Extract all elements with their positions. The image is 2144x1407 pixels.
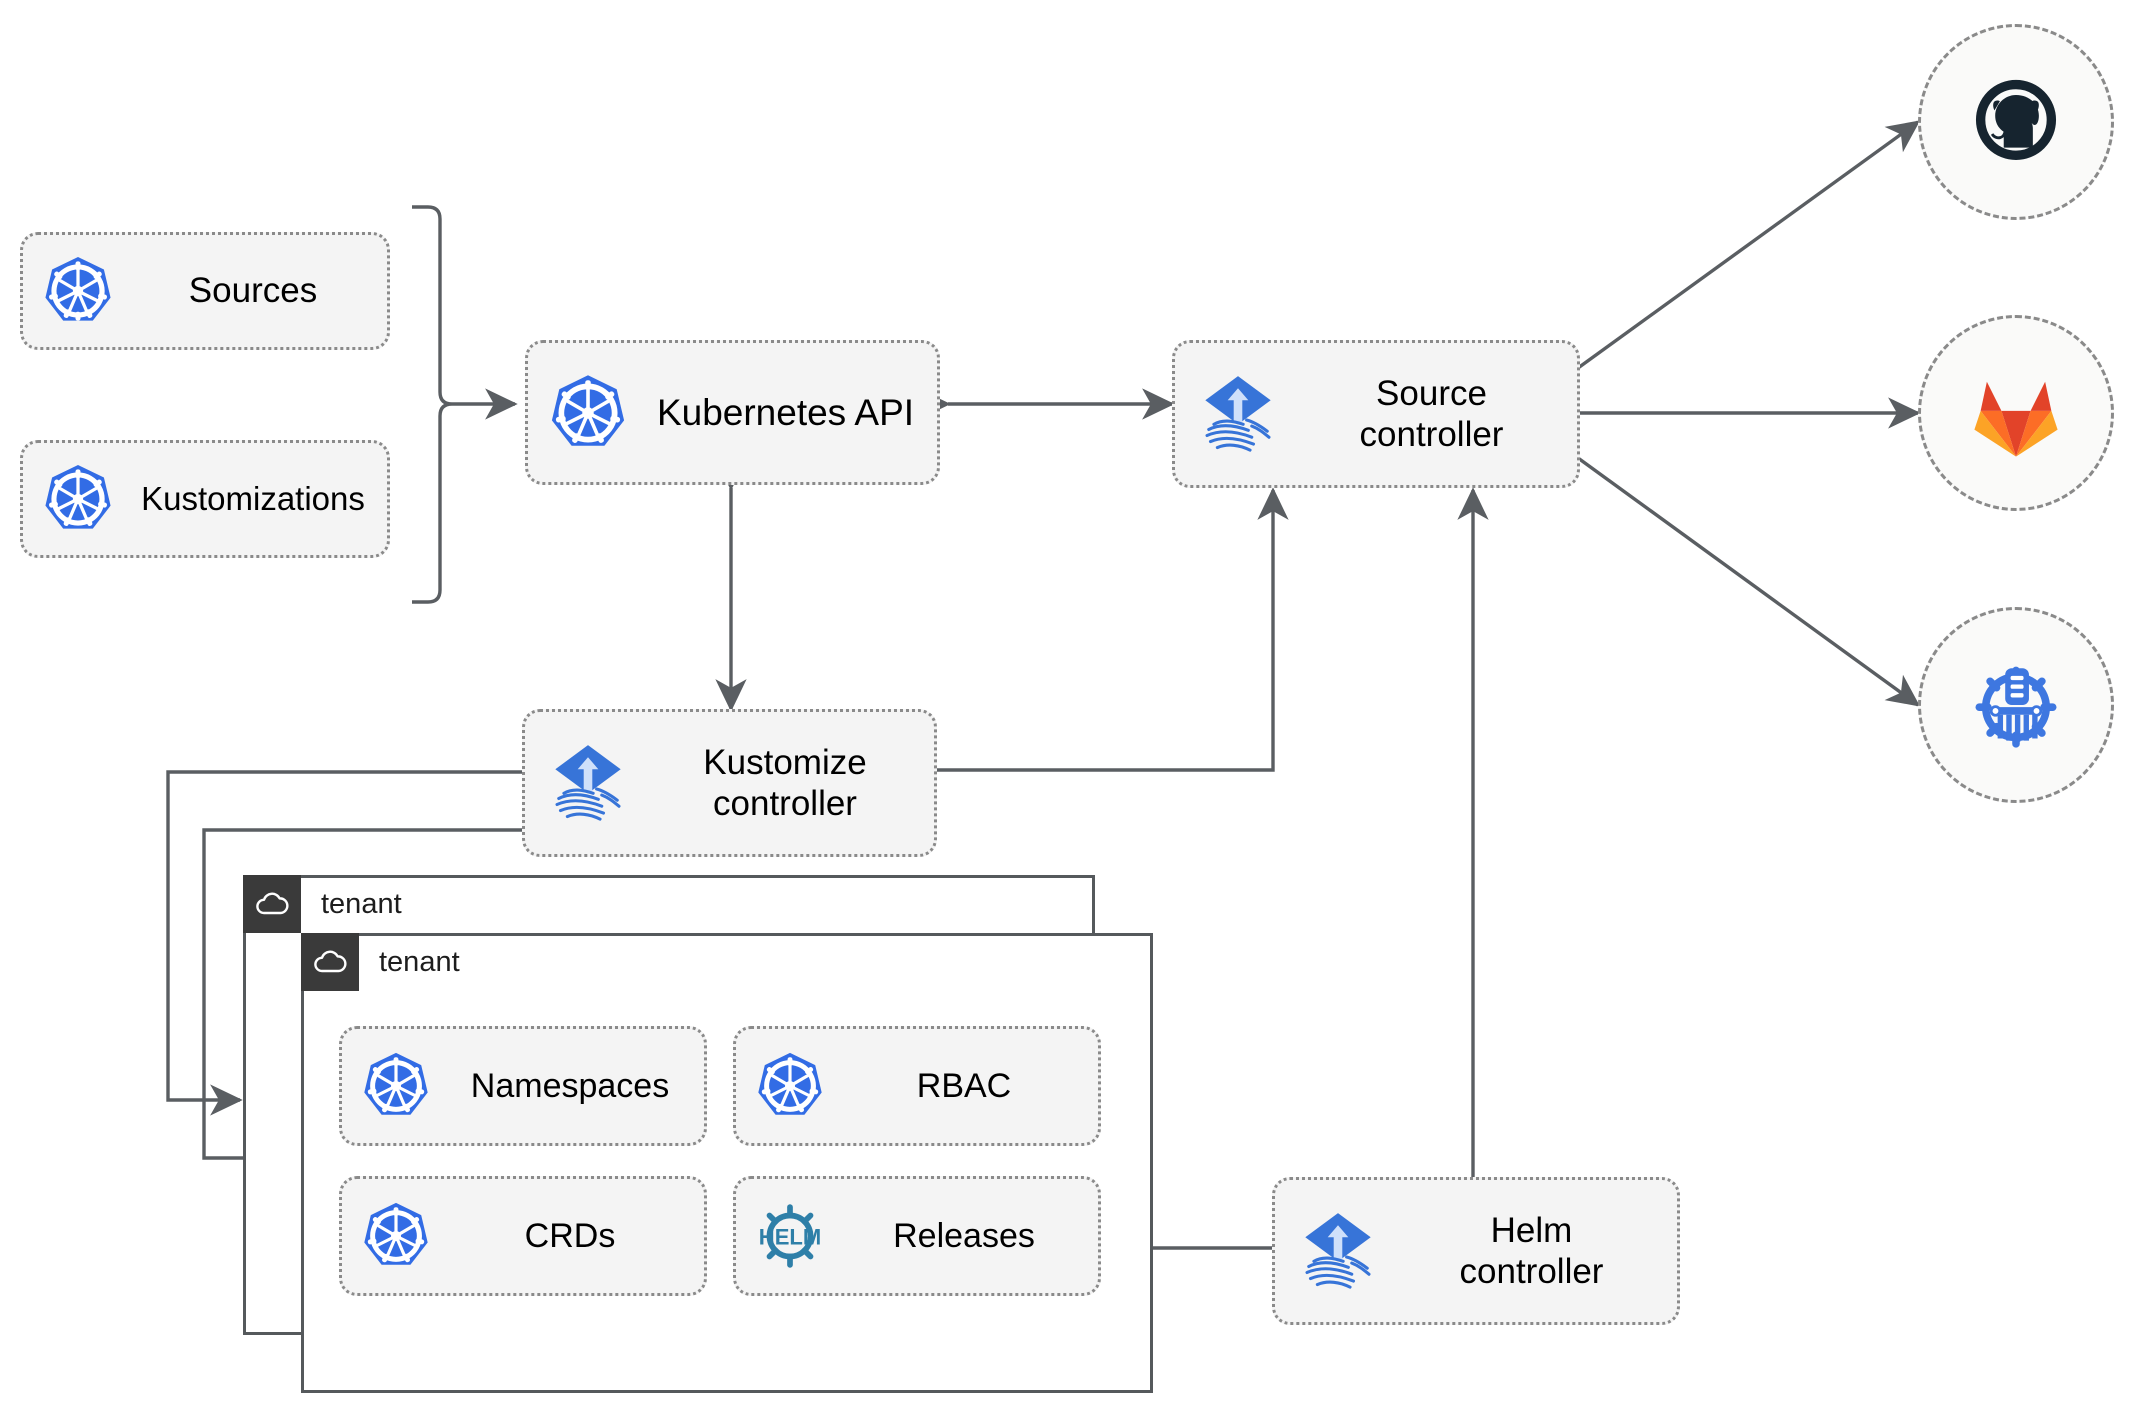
kubernetes-icon bbox=[342, 1050, 450, 1122]
crd-node-sources[interactable]: Sources bbox=[20, 232, 390, 350]
cloud-icon bbox=[301, 933, 359, 991]
flux-icon bbox=[525, 740, 650, 826]
github-icon bbox=[1975, 79, 2057, 160]
tenant-resource-label: Releases bbox=[893, 1216, 1035, 1255]
flux-icon bbox=[1175, 371, 1300, 457]
crd-node-label: Sources bbox=[188, 271, 318, 311]
gitlab-icon bbox=[1974, 381, 2058, 457]
node-label: Helm controller bbox=[1459, 1210, 1604, 1291]
provider-bucket[interactable] bbox=[1918, 607, 2114, 803]
provider-github[interactable] bbox=[1918, 24, 2114, 220]
tenant-resource-label: CRDs bbox=[524, 1216, 616, 1255]
svg-text:HELM: HELM bbox=[759, 1224, 821, 1249]
tenant-header-front: tenant bbox=[301, 933, 460, 991]
tenant-resource-label: Namespaces bbox=[470, 1066, 670, 1105]
node-label: Kustomize controller bbox=[703, 742, 867, 823]
crd-node-kustomizations[interactable]: Kustomizations bbox=[20, 440, 390, 558]
tenant-resource-namespaces[interactable]: Namespaces bbox=[339, 1026, 707, 1146]
kubernetes-icon bbox=[342, 1200, 450, 1272]
node-helm-controller[interactable]: Helm controller bbox=[1272, 1177, 1680, 1325]
edge-source-bucket bbox=[1577, 456, 1921, 707]
kubernetes-icon bbox=[736, 1050, 844, 1122]
kubernetes-icon bbox=[528, 372, 648, 454]
tenant-label: tenant bbox=[321, 887, 402, 920]
node-source-controller[interactable]: Source controller bbox=[1172, 340, 1580, 488]
edge-crd-brace bbox=[412, 205, 453, 604]
tenant-resource-rbac[interactable]: RBAC bbox=[733, 1026, 1101, 1146]
tenant-resource-releases[interactable]: HELM Releases bbox=[733, 1176, 1101, 1296]
kubernetes-icon bbox=[23, 462, 133, 536]
node-kubernetes-api[interactable]: Kubernetes API bbox=[525, 340, 940, 485]
bucket-icon bbox=[1975, 666, 2057, 748]
node-kustomize-controller[interactable]: Kustomize controller bbox=[522, 709, 937, 857]
crd-node-label: Kustomizations bbox=[141, 479, 365, 517]
tenant-resource-crds[interactable]: CRDs bbox=[339, 1176, 707, 1296]
tenant-header-back: tenant bbox=[243, 875, 402, 933]
node-label: Source controller bbox=[1359, 373, 1504, 454]
cloud-icon bbox=[243, 875, 301, 933]
edge-source-github bbox=[1577, 120, 1921, 370]
edge-kustomize-source bbox=[935, 487, 1289, 772]
helm-icon: HELM bbox=[736, 1198, 844, 1274]
tenant-label: tenant bbox=[379, 945, 460, 978]
kubernetes-icon bbox=[23, 254, 133, 328]
flux-icon bbox=[1275, 1208, 1400, 1294]
provider-gitlab[interactable] bbox=[1918, 315, 2114, 511]
node-label: Kubernetes API bbox=[656, 391, 915, 433]
tenant-resource-label: RBAC bbox=[916, 1066, 1012, 1105]
tenant-container-front[interactable] bbox=[301, 933, 1153, 1393]
